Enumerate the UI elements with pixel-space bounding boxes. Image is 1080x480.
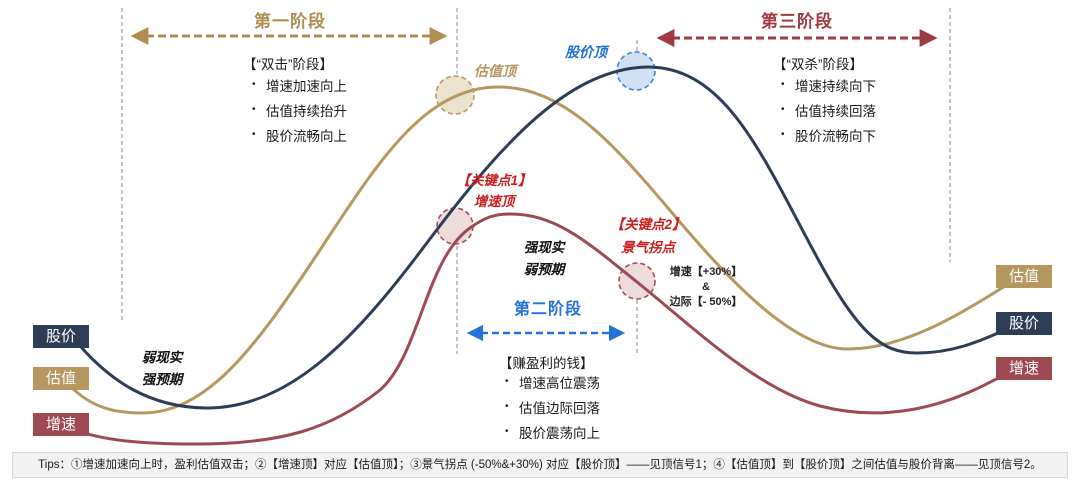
bullet-dot — [505, 426, 519, 437]
phase1-bullet-3: 股价流畅向上 — [252, 122, 347, 147]
bullet-text: 估值持续回落 — [795, 103, 876, 119]
bullet-text: 股价流畅向下 — [795, 128, 876, 144]
growth-margin-note: 增速【+30%】 & 边际【- 50%】 — [662, 265, 750, 310]
bullet-dot — [252, 79, 266, 90]
phase1-bullet-2: 估值持续抬升 — [252, 97, 347, 122]
phase3-bullet-1: 增速持续向下 — [781, 72, 876, 97]
bullet-text: 增速持续向下 — [795, 78, 876, 94]
valuation-top-circle — [435, 75, 475, 115]
inflection-point-label: 景气拐点 — [621, 240, 675, 255]
bullet-text: 股价流畅向上 — [266, 128, 347, 144]
growth-note-line1: 增速【+30%】 — [669, 266, 743, 278]
bullet-text: 估值持续抬升 — [266, 103, 347, 119]
bullet-dot — [252, 104, 266, 115]
phase-boundary-lines — [121, 8, 951, 354]
valuation-curve — [68, 85, 1006, 415]
strong-reality-line1: 强现实 — [523, 240, 565, 255]
keypoint1-label: 【关键点1】 — [456, 173, 532, 188]
strong-reality-line2: 弱预期 — [523, 262, 565, 277]
bullet-dot — [505, 401, 519, 412]
weak-reality-line2: 强预期 — [141, 372, 183, 387]
legend-left-price: 股价 — [33, 325, 89, 348]
bullet-text: 增速高位震荡 — [519, 375, 600, 391]
phase3-bullet-3: 股价流畅向下 — [781, 122, 876, 147]
phase1-bullet-1: 增速加速向上 — [252, 72, 347, 97]
price-top-label: 股价顶 — [565, 44, 607, 60]
growth-note-line2: & — [702, 281, 710, 293]
bullet-text: 股价震荡向上 — [519, 425, 600, 441]
phase1-bullets: 增速加速向上 估值持续抬升 股价流畅向上 — [252, 72, 347, 147]
legend-right-valuation: 估值 — [996, 265, 1052, 288]
bullet-text: 估值边际回落 — [519, 400, 600, 416]
bullet-dot — [505, 376, 519, 387]
growth-note-line3: 边际【- 50%】 — [669, 296, 743, 308]
legend-left-growth: 增速 — [33, 413, 89, 436]
phase2-title: 第二阶段 — [513, 301, 582, 318]
bullet-dot — [781, 79, 795, 90]
strong-reality-note: 强现实 弱预期 — [512, 237, 576, 281]
phase3-bullet-2: 估值持续回落 — [781, 97, 876, 122]
phase1-title: 第一阶段 — [254, 12, 326, 31]
phase3-header: 【“双杀”阶段】 — [773, 57, 863, 72]
growth-curve — [74, 212, 1006, 446]
keypoint2-label: 【关键点2】 — [610, 217, 686, 232]
growth-top-circle — [436, 207, 474, 245]
phase3-bullets: 增速持续向下 估值持续回落 股价流畅向下 — [781, 72, 876, 147]
tips-bar: Tips：①增速加速向上时，盈利估值双击；②【增速顶】对应【估值顶】；③景气拐点… — [12, 452, 1068, 478]
phase2-bullets: 增速高位震荡 估值边际回落 股价震荡向上 — [505, 369, 600, 444]
price-curve — [73, 65, 1006, 410]
legend-right-growth: 增速 — [996, 357, 1052, 380]
bullet-dot — [781, 129, 795, 140]
weak-reality-line1: 弱现实 — [141, 350, 183, 365]
phase2-bullet-1: 增速高位震荡 — [505, 369, 600, 394]
valuation-top-label: 估值顶 — [474, 63, 516, 79]
phase2-bullet-3: 股价震荡向上 — [505, 419, 600, 444]
bullet-text: 增速加速向上 — [266, 78, 347, 94]
phase2-header: 【赚盈利的钱】 — [499, 356, 594, 371]
phase1-header: 【“双击”阶段】 — [243, 57, 333, 72]
phase3-title: 第三阶段 — [761, 12, 833, 31]
bullet-dot — [781, 104, 795, 115]
phase2-bullet-2: 估值边际回落 — [505, 394, 600, 419]
bullet-dot — [252, 129, 266, 140]
growth-top-label: 增速顶 — [473, 194, 515, 209]
legend-right-price: 股价 — [996, 312, 1052, 335]
weak-reality-note: 弱现实 强预期 — [132, 347, 192, 391]
legend-left-valuation: 估值 — [33, 367, 89, 390]
